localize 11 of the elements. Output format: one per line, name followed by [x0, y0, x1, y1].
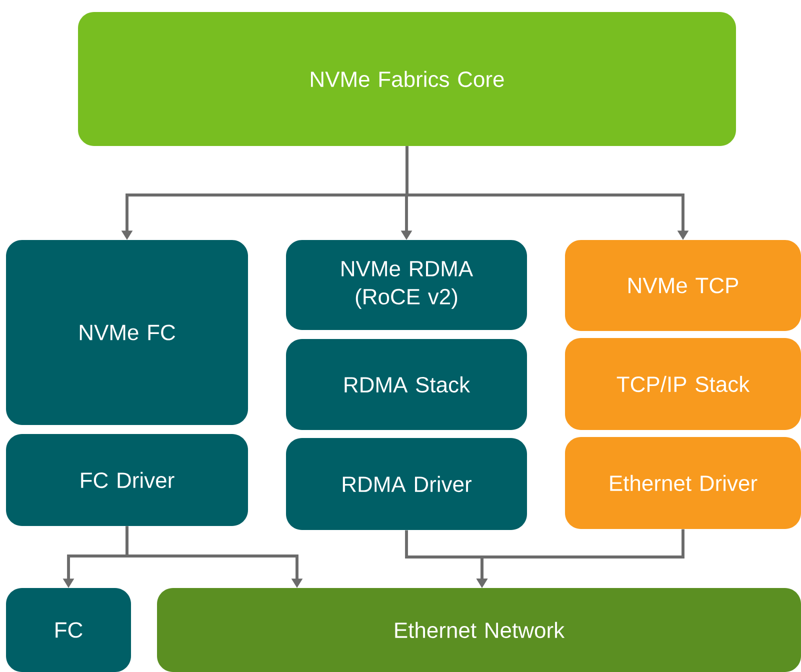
layer-box: NVMe TCP [565, 240, 801, 331]
layer-box: RDMA Driver [286, 438, 527, 530]
layer-box: NVMe Fabrics Core [78, 12, 736, 146]
layer-box: FC [6, 588, 131, 672]
layer-box: TCP/IP Stack [565, 338, 801, 430]
layer-box: NVMe RDMA (RoCE v2) [286, 240, 527, 330]
layer-box: RDMA Stack [286, 339, 527, 430]
layer-box: FC Driver [6, 434, 248, 526]
layer-box: Ethernet Network [157, 588, 801, 672]
layer-box: Ethernet Driver [565, 437, 801, 529]
layer-box: NVMe FC [6, 240, 248, 425]
